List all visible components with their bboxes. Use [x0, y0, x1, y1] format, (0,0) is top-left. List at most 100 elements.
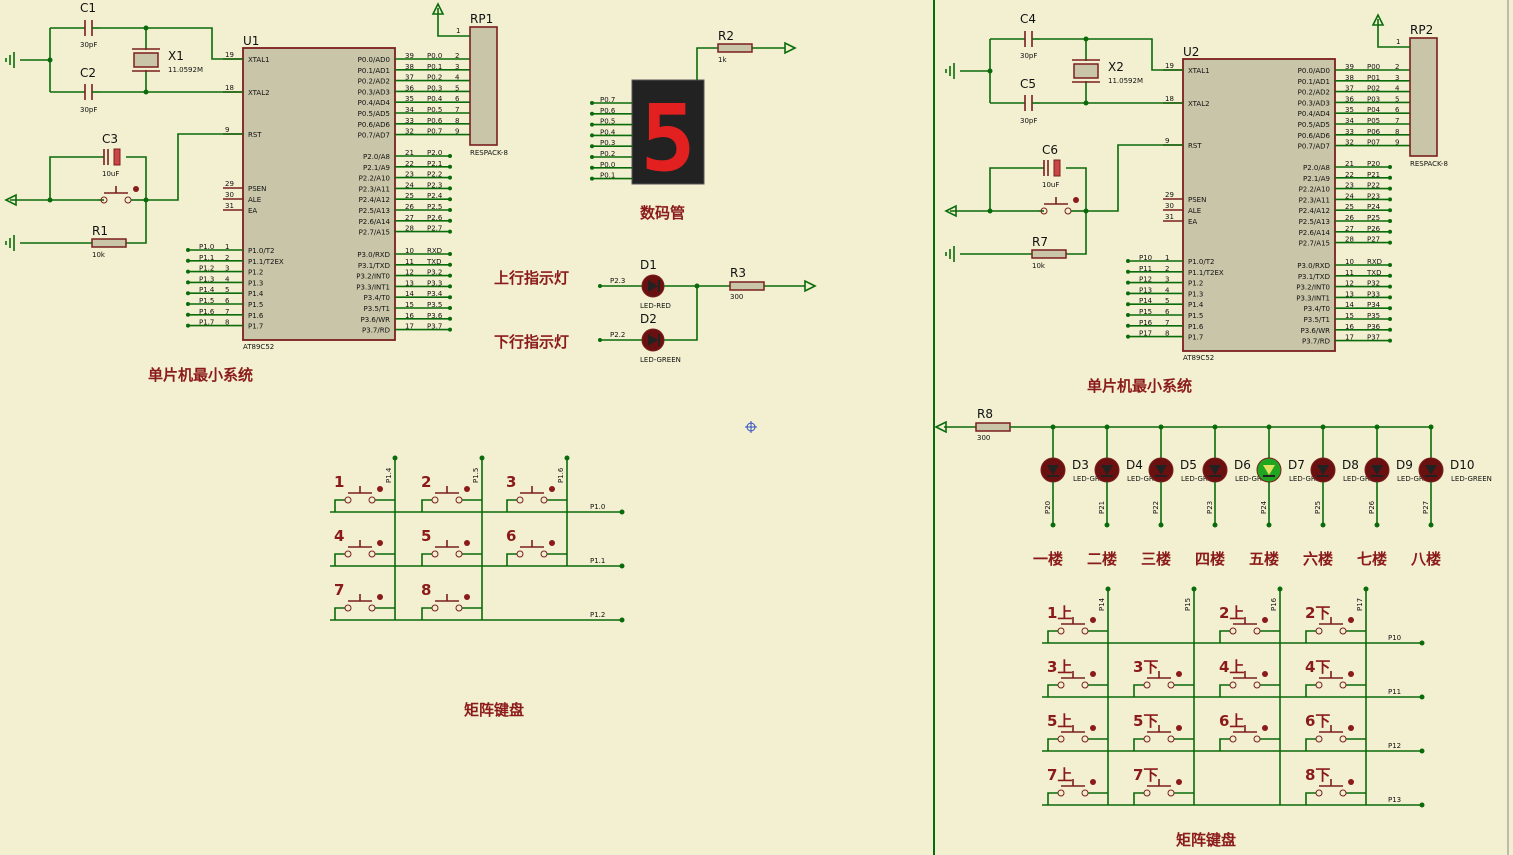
key-wire [1047, 792, 1058, 805]
led-ref: D3 [1072, 458, 1089, 472]
key-label: 4上 [1219, 658, 1244, 676]
net-label: P0.6 [427, 117, 443, 125]
pin-terminal [1388, 284, 1392, 289]
net-label: P01 [1367, 74, 1380, 82]
led-symbol [1263, 465, 1275, 475]
pin-terminal [1126, 269, 1130, 274]
pin-number: 29 [1165, 191, 1174, 199]
x2-value: 11.0592M [1108, 77, 1143, 85]
led-ref: D8 [1342, 458, 1359, 472]
key-label: 2 [421, 473, 431, 491]
pin-terminal [590, 133, 594, 138]
c5-value: 30pF [1020, 117, 1037, 125]
column-terminal [479, 455, 485, 461]
respack-rp2[interactable] [1409, 37, 1438, 157]
pin-name: EA [248, 207, 257, 215]
rp-pin-number: 6 [455, 95, 460, 103]
d2-ref: D2 [640, 312, 657, 326]
button-contact [1315, 789, 1323, 797]
seven-segment-display[interactable] [631, 79, 705, 185]
net-label: P11 [1139, 265, 1152, 273]
key-label: 7上 [1047, 766, 1072, 784]
column-net-label: P15 [1184, 598, 1192, 611]
button-indicator [549, 540, 555, 546]
d2-value: LED-GREEN [640, 356, 681, 364]
rp-pin-number: 2 [455, 52, 459, 60]
net-label: P00 [1367, 63, 1380, 71]
pin-name: RST [1188, 142, 1202, 150]
resistor-r2[interactable] [717, 43, 753, 53]
net-label: P27 [1367, 236, 1380, 244]
pin-name: ALE [248, 196, 261, 204]
respack-rp1[interactable] [469, 26, 498, 146]
key-wire [1047, 684, 1058, 697]
net-label: TXD [426, 258, 441, 266]
button-indicator [1176, 671, 1182, 677]
pin-number: 13 [405, 279, 414, 287]
resistor-r8[interactable] [975, 422, 1011, 432]
x1-ref: X1 [168, 49, 184, 63]
pin-terminal [448, 306, 452, 310]
mcu-u1[interactable] [242, 47, 396, 341]
pin-number: 19 [225, 51, 234, 59]
power-arrow-icon [784, 41, 797, 55]
segment-pin-net: P0.5 [600, 118, 615, 126]
net-label: P07 [1367, 139, 1380, 147]
button-contact [516, 496, 524, 504]
pin-terminal [186, 302, 190, 306]
pin-number: 14 [1345, 301, 1354, 309]
pin-number: 36 [405, 84, 414, 92]
column-net-label: P16 [1270, 597, 1278, 611]
rp-pin-number: 3 [455, 63, 459, 71]
pin-number: 28 [1345, 236, 1354, 244]
r8-ref: R8 [977, 407, 993, 421]
led-symbol [1371, 465, 1383, 475]
left-keypad-caption: 矩阵键盘 [464, 701, 524, 719]
pin-number: 34 [405, 106, 414, 114]
mcu-u2[interactable] [1182, 58, 1336, 352]
pin-name: P3.4/T0 [1304, 305, 1330, 313]
pin-number: 15 [1345, 312, 1354, 320]
seven-segment-pins: P0.7P0.6P0.5P0.4P0.3P0.2P0.0P0.1 [590, 96, 632, 181]
key-label: 6下 [1305, 712, 1330, 730]
led-symbol [1101, 465, 1113, 475]
pin-number: 5 [225, 286, 229, 294]
pin-name: P3.2/INT0 [356, 273, 390, 281]
led-net: P27 [1422, 501, 1430, 514]
pin-terminal [448, 295, 452, 300]
pin-terminal [590, 176, 594, 181]
pin-number: 19 [1165, 62, 1174, 70]
button-contact [1315, 735, 1323, 743]
net-label: P33 [1367, 290, 1380, 298]
indicator-leds [598, 274, 817, 352]
pin-terminal [186, 269, 190, 274]
pin-name: P2.3/A11 [359, 185, 390, 193]
pin-number: 17 [1345, 334, 1354, 342]
led-symbol [1209, 465, 1221, 475]
pin-number: 12 [1345, 280, 1354, 288]
key-wire [1305, 738, 1316, 751]
c1-ref: C1 [80, 1, 96, 15]
pin-name: P0.1/AD1 [358, 67, 390, 75]
pin-name: P2.6/A14 [359, 218, 391, 226]
button-contact [1315, 627, 1323, 635]
floor-label: 一楼 [1033, 550, 1063, 568]
pin-name: P0.3/AD3 [1298, 99, 1330, 107]
pin-name: P0.6/AD6 [358, 121, 391, 129]
junction [1428, 424, 1434, 430]
pin-name: XTAL1 [1188, 67, 1210, 75]
led-symbol [1317, 465, 1329, 475]
column-terminal [564, 455, 570, 461]
button-indicator [1262, 617, 1268, 623]
net-label: P3.4 [427, 290, 443, 298]
vcc-arrow-icon [1371, 13, 1385, 26]
column-net-label: P17 [1356, 598, 1364, 611]
led-ref: D7 [1288, 458, 1305, 472]
pin-name: P0.5/AD5 [358, 110, 390, 118]
led-symbol [1425, 465, 1437, 475]
pin-name: P2.6/A14 [1299, 229, 1331, 237]
pin-number: 13 [1345, 290, 1354, 298]
pin-number: 22 [405, 160, 414, 168]
row-net-label: P1.1 [590, 557, 605, 565]
